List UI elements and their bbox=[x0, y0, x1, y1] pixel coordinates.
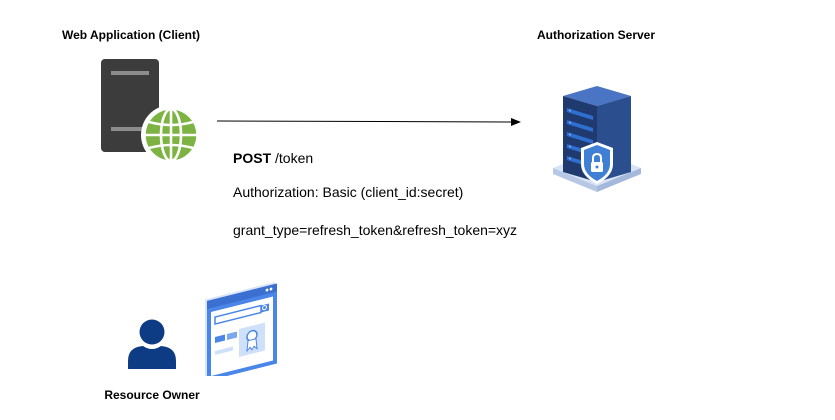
secure-server-icon bbox=[553, 86, 641, 192]
web-server-globe-icon bbox=[101, 59, 201, 162]
authorization-header: Authorization: Basic (client_id:secret) bbox=[233, 184, 464, 200]
http-method: POST bbox=[233, 150, 272, 166]
request-line: POST /token bbox=[233, 150, 313, 166]
browser-certificate-icon bbox=[205, 282, 277, 376]
resource-owner-label: Resource Owner bbox=[104, 388, 200, 402]
request-path: /token bbox=[271, 150, 314, 166]
client-label: Web Application (Client) bbox=[62, 28, 200, 42]
user-icon bbox=[128, 319, 176, 369]
request-body: grant_type=refresh_token&refresh_token=x… bbox=[233, 222, 518, 238]
authorization-server-label: Authorization Server bbox=[536, 28, 656, 42]
